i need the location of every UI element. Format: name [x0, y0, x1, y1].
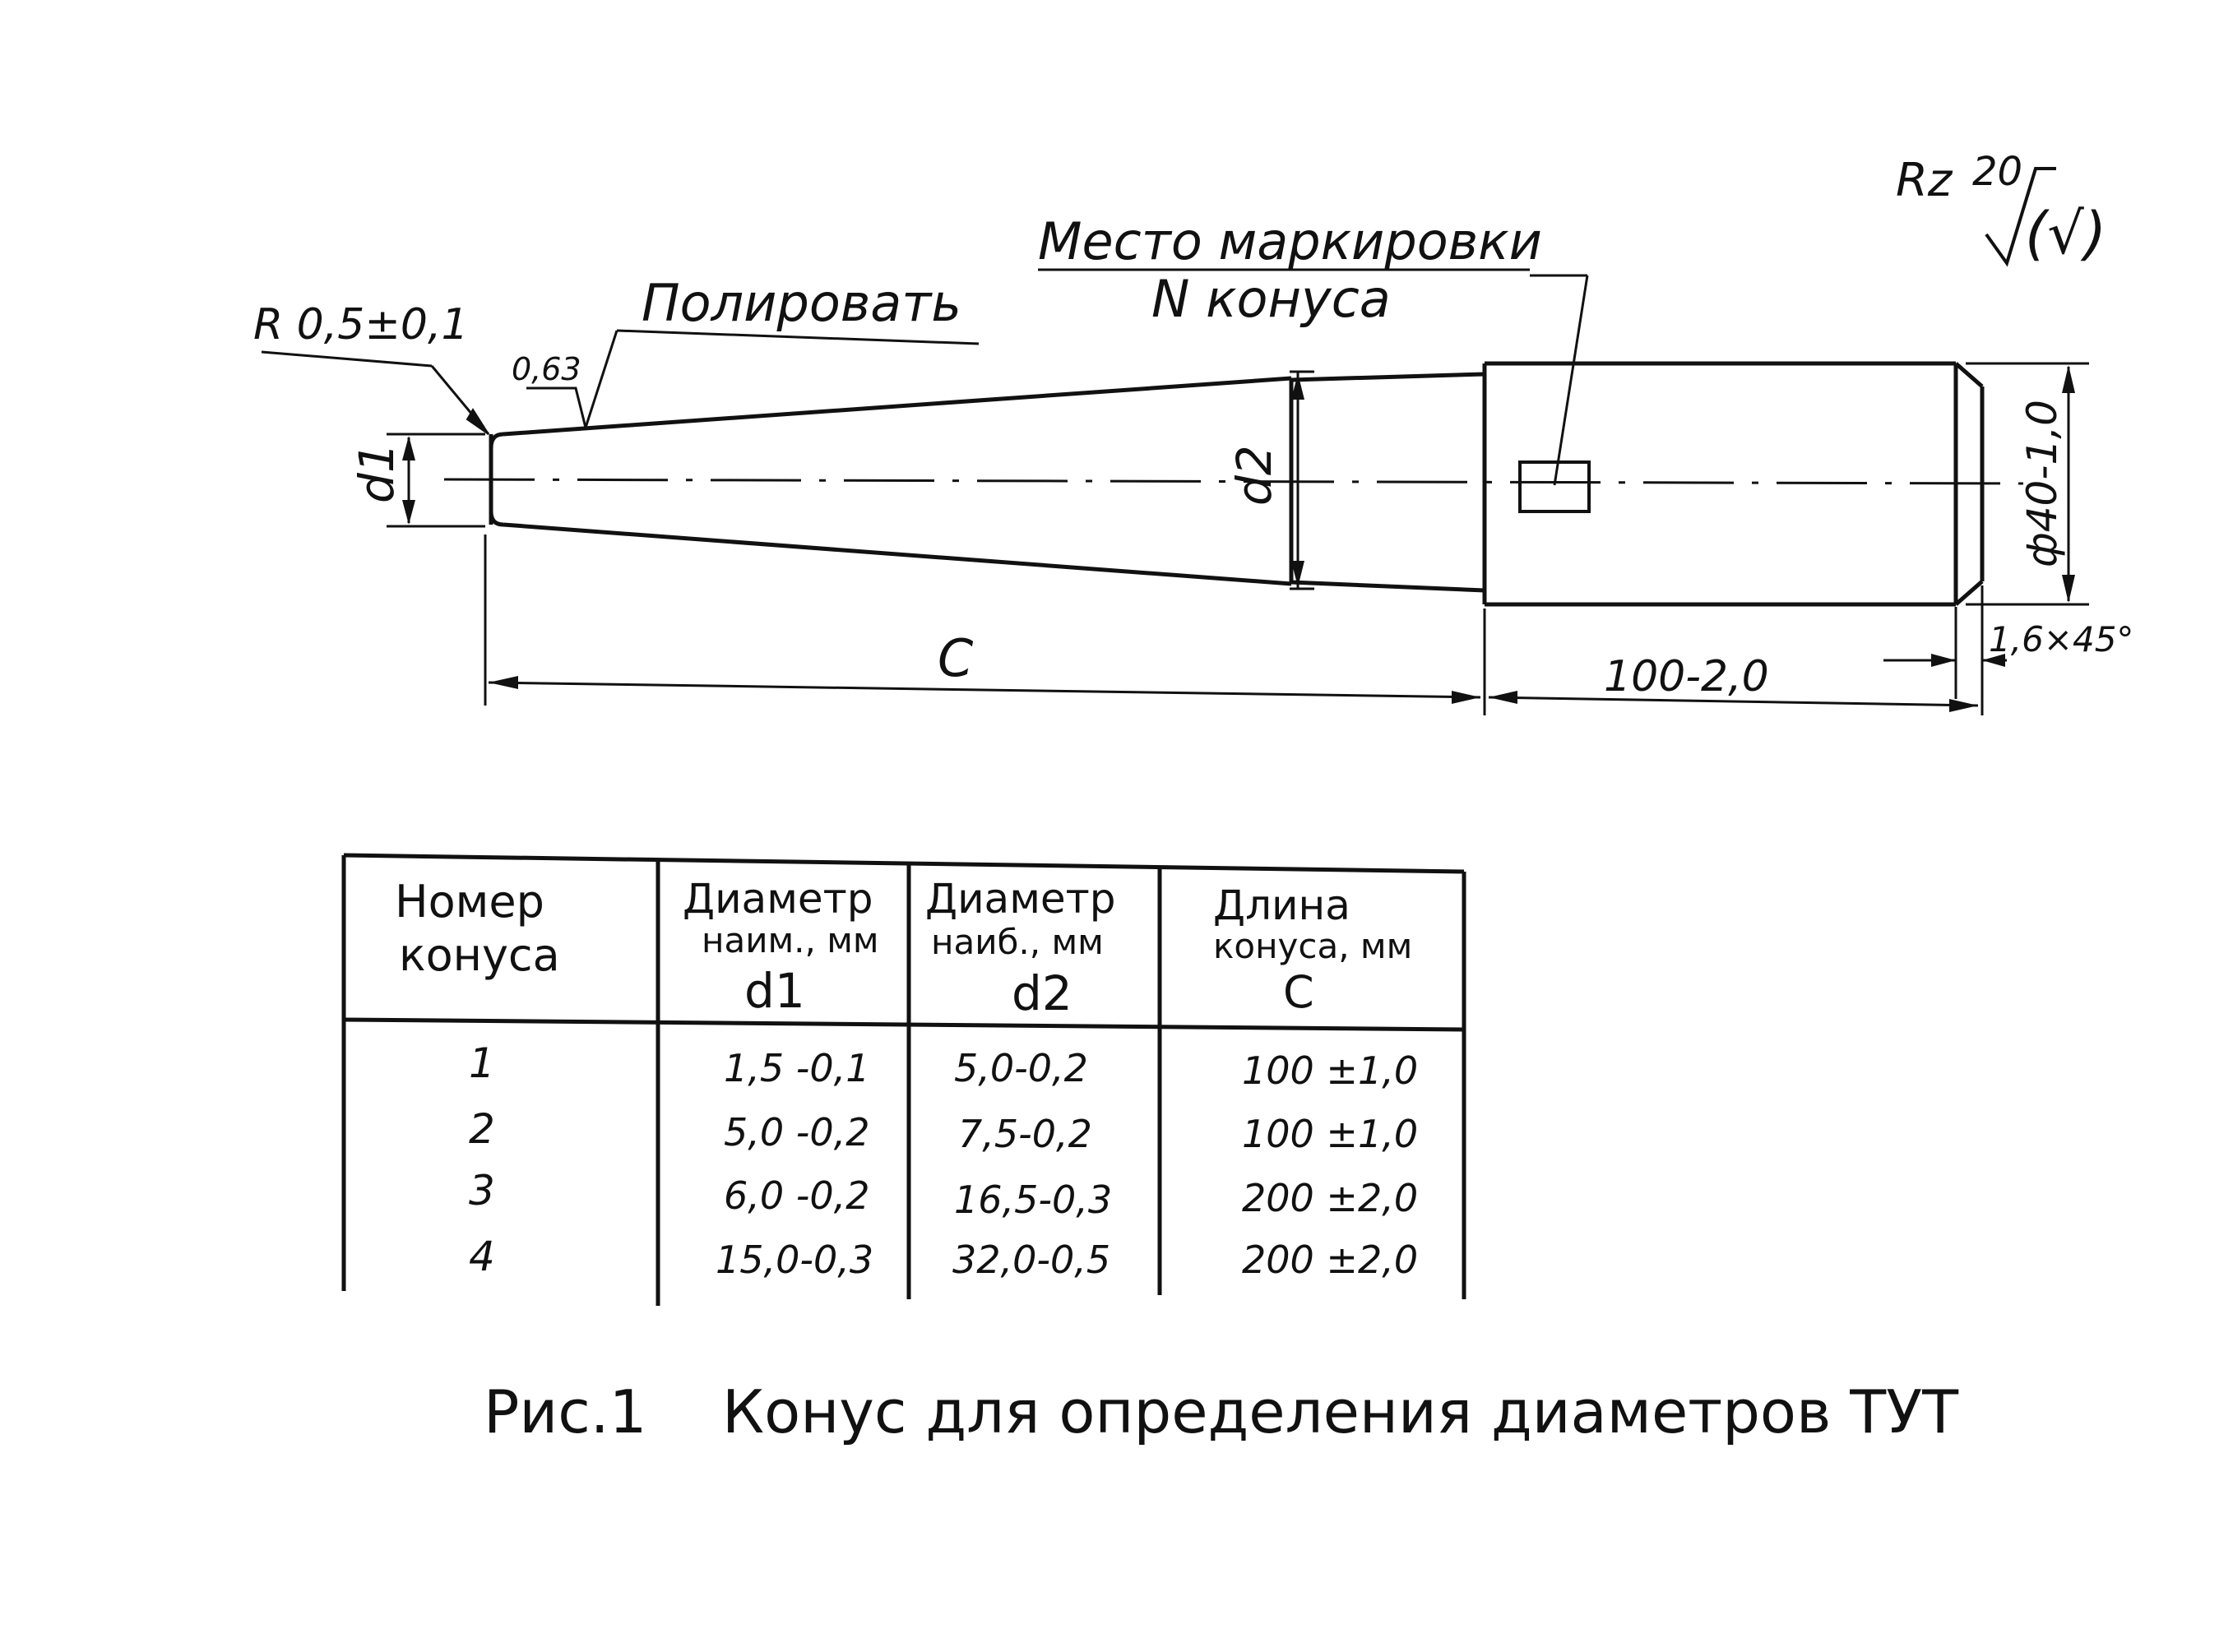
marking-label: Место маркировки N конуса	[1038, 211, 1589, 486]
svg-text:32,0-0,5: 32,0-0,5	[952, 1238, 1110, 1282]
diameter-dimension: ф40-1,0	[1966, 362, 2089, 606]
svg-text:3: 3	[469, 1167, 495, 1215]
marking-area	[1518, 460, 1591, 513]
header-cone-length: Длина конуса, мм С	[1213, 882, 1412, 1018]
svg-text:100 ±1,0: 100 ±1,0	[1242, 1048, 1418, 1093]
d1-dimension: d1	[349, 433, 485, 528]
table-row: 3 6,0 -0,2 16,5-0,3 200 ±2,0	[469, 1167, 1418, 1222]
polish-roughness: 0,63	[512, 351, 581, 387]
radius-label: R 0,5±0,1	[253, 300, 490, 435]
marking-label-line1: Место маркировки	[1038, 211, 1542, 271]
svg-text:Диаметр: Диаметр	[925, 875, 1116, 923]
svg-text:6,0 -0,2: 6,0 -0,2	[724, 1173, 870, 1218]
svg-text:Диаметр: Диаметр	[683, 875, 873, 923]
svg-text:15,0-0,3: 15,0-0,3	[716, 1238, 873, 1282]
svg-text:100 ±1,0: 100 ±1,0	[1242, 1112, 1418, 1156]
marking-label-line2: N конуса	[1151, 269, 1391, 329]
svg-text:16,5-0,3: 16,5-0,3	[954, 1178, 1112, 1222]
svg-text:1,5 -0,1: 1,5 -0,1	[724, 1046, 870, 1090]
roughness-prefix: Rz	[1896, 154, 1953, 207]
roughness-symbol: Rz 20 (√)	[1896, 149, 2106, 267]
header-cone-number: Номер конуса	[395, 876, 560, 981]
length-dimensions: C 100-2,0	[484, 534, 1984, 715]
figure-caption: Рис.1 Конус для определения диаметров ТУ…	[484, 1377, 1959, 1446]
cone-dimensions-table: Номер конуса Диаметр наим., мм d1 Диамет…	[341, 853, 1466, 1306]
svg-text:7,5-0,2: 7,5-0,2	[958, 1112, 1092, 1156]
length-c-label: C	[938, 628, 974, 688]
table-header: Номер конуса Диаметр наим., мм d1 Диамет…	[395, 875, 1412, 1021]
svg-text:200 ±2,0: 200 ±2,0	[1242, 1176, 1418, 1220]
length-100-label: 100-2,0	[1604, 652, 1769, 701]
table-row: 4 15,0-0,3 32,0-0,5 200 ±2,0	[469, 1233, 1418, 1282]
header-min-diameter: Диаметр наим., мм d1	[683, 875, 879, 1019]
svg-text:200 ±2,0: 200 ±2,0	[1242, 1238, 1418, 1282]
svg-text:d1: d1	[744, 963, 805, 1019]
svg-text:наим., мм: наим., мм	[702, 920, 879, 960]
svg-text:Длина: Длина	[1213, 882, 1350, 929]
table-row: 1 1,5 -0,1 5,0-0,2 100 ±1,0	[469, 1039, 1418, 1093]
svg-text:наиб., мм: наиб., мм	[931, 922, 1104, 962]
svg-text:1: 1	[469, 1039, 495, 1087]
svg-text:4: 4	[469, 1233, 495, 1280]
chamfer-text: 1,6×45°	[1989, 619, 2133, 659]
d2-dimension: d2	[1226, 370, 1314, 590]
d2-label: d2	[1226, 445, 1282, 506]
svg-text:5,0 -0,2: 5,0 -0,2	[724, 1110, 870, 1155]
svg-text:конуса, мм: конуса, мм	[1213, 926, 1412, 966]
roughness-suffix: (√)	[2025, 200, 2106, 267]
svg-text:Номер: Номер	[395, 876, 544, 928]
svg-text:С: С	[1283, 966, 1314, 1018]
radius-text: R 0,5±0,1	[253, 300, 469, 349]
polish-text: Полировать	[642, 273, 961, 333]
roughness-value: 20	[1972, 149, 2022, 195]
svg-text:конуса: конуса	[399, 929, 560, 981]
diameter-label: ф40-1,0	[2018, 400, 2066, 567]
header-max-diameter: Диаметр наиб., мм d2	[925, 875, 1116, 1021]
polish-label: Полировать 0,63	[512, 273, 980, 428]
table-row: 2 5,0 -0,2 7,5-0,2 100 ±1,0	[469, 1105, 1418, 1156]
svg-text:d2: d2	[1012, 965, 1072, 1021]
d1-label: d1	[349, 442, 405, 503]
svg-text:5,0-0,2: 5,0-0,2	[954, 1046, 1088, 1090]
chamfer-label: 1,6×45°	[1883, 585, 2133, 699]
svg-text:2: 2	[469, 1105, 495, 1153]
